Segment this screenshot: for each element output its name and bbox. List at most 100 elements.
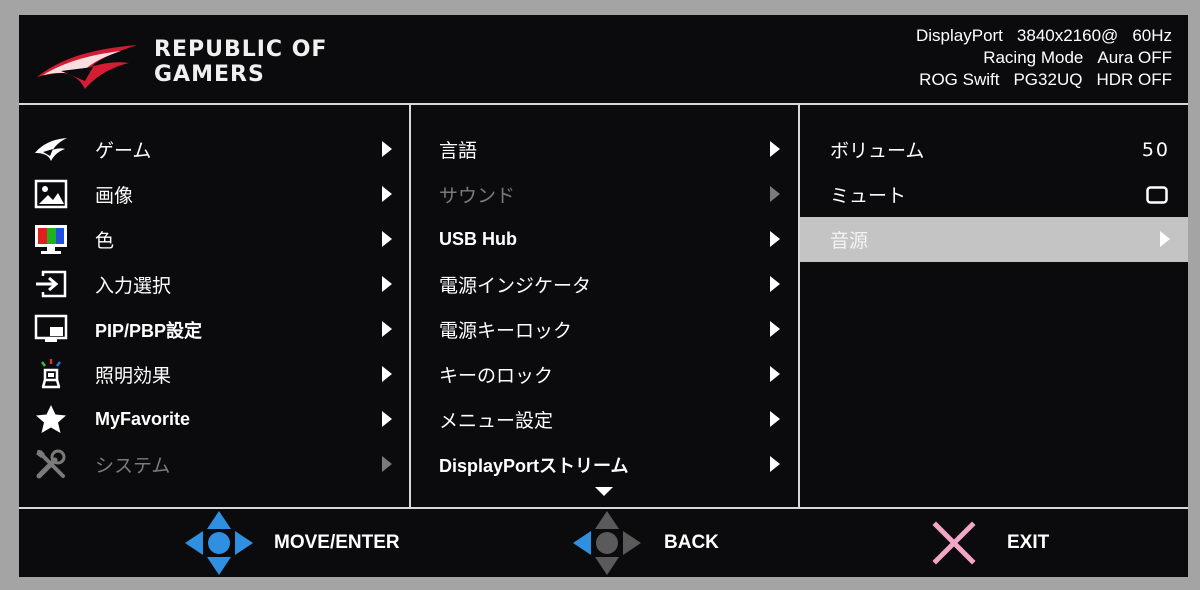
color-monitor-icon	[35, 225, 67, 254]
chevron-right-icon	[770, 231, 780, 247]
status-resolution: 3840x2160@	[1016, 26, 1119, 45]
wrench-icon	[36, 449, 66, 479]
chevron-right-icon	[382, 186, 392, 202]
option-mute[interactable]: ミュート	[800, 172, 1188, 217]
status-aura: Aura OFF	[1097, 48, 1172, 67]
submenu-item-sound[interactable]: サウンド	[411, 172, 798, 217]
hint-back-label: BACK	[664, 532, 719, 553]
hint-exit: EXIT	[931, 509, 1049, 577]
chevron-right-icon	[382, 411, 392, 427]
column-divider-1	[409, 105, 411, 507]
main-menu-item-input[interactable]: 入力選択	[19, 262, 409, 307]
chevron-right-icon	[382, 366, 392, 382]
main-menu-label: 照明効果	[95, 365, 172, 387]
option-audio-source[interactable]: 音源	[800, 217, 1188, 262]
pip-icon	[34, 314, 68, 342]
status-model: PG32UQ	[1013, 70, 1083, 89]
chevron-right-icon	[382, 456, 392, 472]
input-icon	[36, 270, 67, 298]
chevron-right-icon	[382, 141, 392, 157]
column-divider-2	[798, 105, 800, 507]
footer-divider	[19, 507, 1188, 509]
main-menu-label: 入力選択	[95, 275, 172, 297]
chevron-right-icon	[770, 186, 780, 202]
chevron-right-icon	[382, 276, 392, 292]
chevron-right-icon	[770, 456, 780, 472]
submenu-item-key-lock[interactable]: キーのロック	[411, 352, 798, 397]
submenu-item-power-indicator[interactable]: 電源インジケータ	[411, 262, 798, 307]
osd-header: REPUBLIC OF GAMERS DisplayPort 3840x2160@…	[19, 15, 1188, 103]
status-input-source: DisplayPort	[915, 26, 1003, 45]
scroll-down-icon[interactable]	[595, 487, 613, 496]
chevron-right-icon	[770, 411, 780, 427]
header-divider	[19, 103, 1188, 105]
status-refresh-rate: 60Hz	[1132, 26, 1172, 45]
main-menu-label: システム	[95, 455, 171, 477]
main-menu-item-picture[interactable]: 画像	[19, 172, 409, 217]
brand-line-2: GAMERS	[154, 62, 265, 87]
submenu-item-power-key-lock[interactable]: 電源キーロック	[411, 307, 798, 352]
dpad-back-icon	[573, 511, 641, 575]
chevron-right-icon	[382, 321, 392, 337]
chevron-right-icon	[770, 366, 780, 382]
chevron-right-icon	[770, 141, 780, 157]
star-icon	[36, 405, 66, 433]
picture-icon	[34, 179, 68, 209]
osd-window: REPUBLIC OF GAMERS DisplayPort 3840x2160@…	[19, 15, 1188, 577]
chevron-right-icon	[770, 321, 780, 337]
dpad-move-enter-icon	[185, 511, 253, 575]
osd-footer: MOVE/ENTER BACK EXIT	[19, 509, 1188, 577]
submenu-label: 電源インジケータ	[439, 275, 592, 297]
option-label: 音源	[830, 230, 869, 252]
submenu-item-displayport-stream[interactable]: DisplayPortストリーム	[411, 442, 798, 487]
submenu-item-menu-settings[interactable]: メニュー設定	[411, 397, 798, 442]
main-menu-label: MyFavorite	[95, 409, 191, 429]
main-menu: ゲーム 画像 色	[19, 127, 409, 487]
chevron-right-icon	[1160, 231, 1170, 247]
main-menu-label: 画像	[95, 185, 134, 207]
chevron-right-icon	[382, 231, 392, 247]
main-menu-item-game[interactable]: ゲーム	[19, 127, 409, 172]
lighting-icon	[41, 359, 61, 389]
volume-value: 50	[1141, 138, 1170, 161]
sound-options: ボリューム 50 ミュート 音源	[800, 127, 1188, 262]
option-label: ミュート	[830, 185, 907, 207]
main-menu-item-color[interactable]: 色	[19, 217, 409, 262]
hint-back: BACK	[571, 509, 719, 577]
hint-move-enter: MOVE/ENTER	[183, 509, 400, 577]
hint-move-enter-label: MOVE/ENTER	[274, 532, 400, 553]
rog-logo-icon	[37, 45, 137, 89]
status-game-mode: Racing Mode	[983, 48, 1084, 67]
submenu-label: DisplayPortストリーム	[439, 455, 629, 476]
status-row-mode: Racing Mode Aura OFF	[916, 47, 1172, 69]
system-submenu: 言語 サウンド USB Hub 電源インジケータ 電源キーロック キーのロック …	[411, 127, 798, 487]
option-volume[interactable]: ボリューム 50	[800, 127, 1188, 172]
main-menu-label: 色	[95, 230, 115, 252]
status-product-line: ROG Swift	[919, 70, 1000, 89]
status-panel: DisplayPort 3840x2160@ 60Hz Racing Mode Aur…	[916, 25, 1172, 91]
main-menu-item-myfavorite[interactable]: MyFavorite	[19, 397, 409, 442]
submenu-label: USB Hub	[439, 229, 517, 249]
main-menu-item-pip[interactable]: PIP/PBP設定	[19, 307, 409, 352]
submenu-label: キーのロック	[439, 365, 554, 387]
status-row-model: ROG Swift PG32UQ HDR OFF	[916, 69, 1172, 91]
option-label: ボリューム	[830, 140, 925, 162]
brand-line-1: REPUBLIC OF	[154, 37, 328, 62]
main-menu-label: ゲーム	[95, 140, 152, 162]
close-icon	[932, 521, 976, 565]
submenu-item-usb-hub[interactable]: USB Hub	[411, 217, 798, 262]
main-menu-label: PIP/PBP設定	[95, 320, 203, 341]
hint-exit-label: EXIT	[1007, 532, 1050, 553]
main-menu-item-lighting[interactable]: 照明効果	[19, 352, 409, 397]
status-hdr: HDR OFF	[1096, 70, 1172, 89]
brand-name: REPUBLIC OF GAMERS	[154, 37, 327, 87]
rog-eye-icon	[35, 138, 67, 161]
mute-checkbox-icon[interactable]	[1146, 186, 1168, 204]
submenu-label: サウンド	[439, 185, 516, 207]
submenu-label: 言語	[439, 140, 478, 162]
submenu-item-language[interactable]: 言語	[411, 127, 798, 172]
chevron-right-icon	[770, 276, 780, 292]
main-menu-item-system[interactable]: システム	[19, 442, 409, 487]
submenu-label: 電源キーロック	[439, 320, 573, 342]
submenu-label: メニュー設定	[439, 410, 554, 432]
